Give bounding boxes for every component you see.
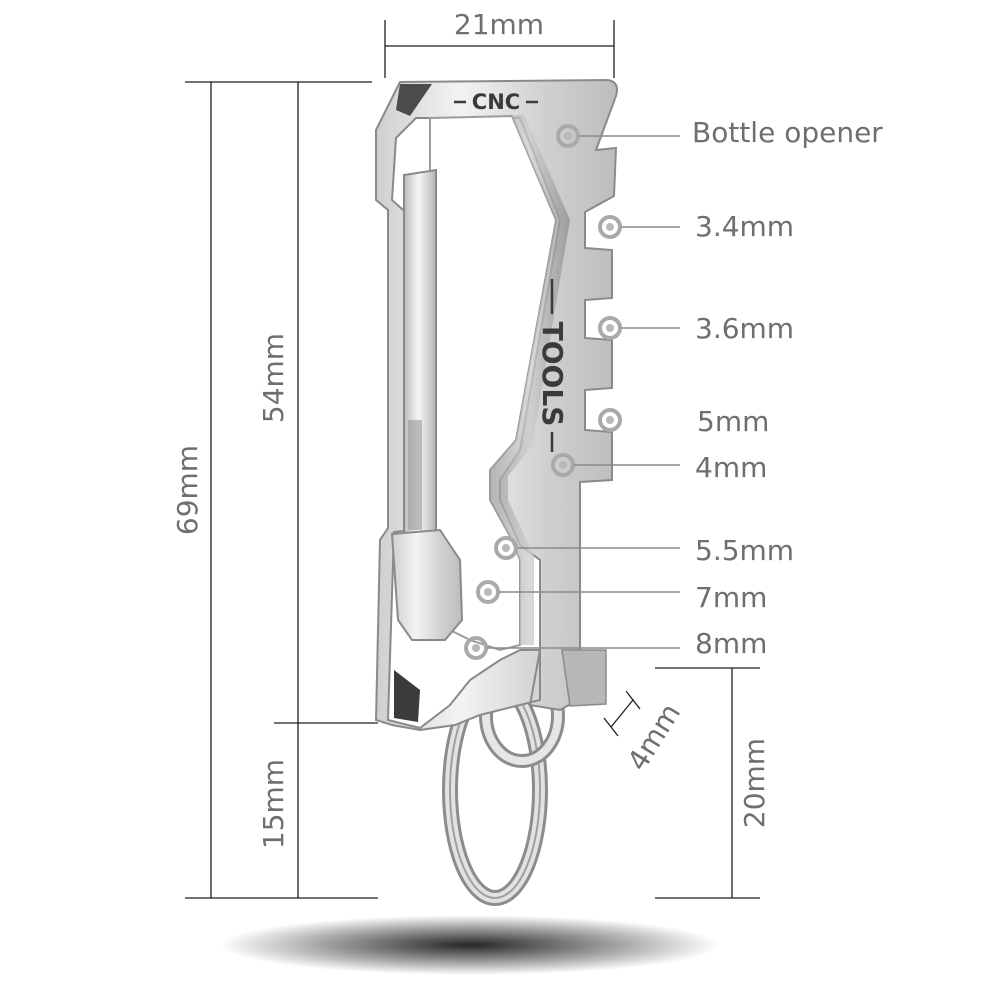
ground-shadow xyxy=(220,915,720,975)
callout-1: 3.4mm xyxy=(598,210,794,243)
callout-marker xyxy=(556,124,580,148)
callout-5: 5.5mm xyxy=(494,534,794,567)
lower-clasp xyxy=(390,528,464,641)
callout-label-3-6mm: 3.6mm xyxy=(695,312,794,345)
dim-right-height-label: 20mm xyxy=(738,738,771,828)
top-bevel xyxy=(396,84,432,116)
callout-label-bottle-opener: Bottle opener xyxy=(692,116,883,149)
callout-marker xyxy=(598,408,622,432)
callout-label-5-5mm: 5.5mm xyxy=(695,534,794,567)
engraving-cnc: CNC xyxy=(454,90,538,114)
dim-ring-height-label: 15mm xyxy=(257,759,290,849)
callout-6: 7mm xyxy=(476,580,767,614)
callout-marker xyxy=(464,636,488,660)
callout-marker xyxy=(598,215,622,239)
callout-marker xyxy=(551,453,575,477)
callout-label-3-4mm: 3.4mm xyxy=(695,210,794,243)
gate-slot xyxy=(408,420,422,530)
callout-label-7mm: 7mm xyxy=(695,581,767,614)
callout-0: Bottle opener xyxy=(556,116,883,149)
dim-width-label: 21mm xyxy=(454,8,544,41)
callout-4: 4mm xyxy=(551,451,767,484)
callout-3: 5mm xyxy=(598,405,769,438)
bevel-edge xyxy=(490,114,570,645)
callout-marker xyxy=(494,536,518,560)
bottom-right-bevel xyxy=(561,649,607,707)
callout-marker xyxy=(598,316,622,340)
engraving-tools-text: TOOLS xyxy=(536,322,569,427)
callout-label-4mm: 4mm xyxy=(695,451,767,484)
dim-gap-label: 4mm xyxy=(621,698,687,777)
callout-2: 3.6mm xyxy=(598,312,794,345)
callout-marker xyxy=(476,580,500,604)
engraving-cnc-text: CNC xyxy=(472,90,520,114)
dim-total-height-label: 69mm xyxy=(171,445,204,535)
bottom-bevel xyxy=(394,670,420,722)
callout-label-8mm: 8mm xyxy=(695,627,767,660)
engraving-tools: TOOLS xyxy=(536,279,569,452)
callout-7: 8mm xyxy=(464,627,767,660)
keychain-tool: CNC TOOLS xyxy=(374,78,618,906)
callout-label-5mm: 5mm xyxy=(697,405,769,438)
dimension-lines xyxy=(185,20,760,899)
dim-body-height-label: 54mm xyxy=(257,333,290,423)
